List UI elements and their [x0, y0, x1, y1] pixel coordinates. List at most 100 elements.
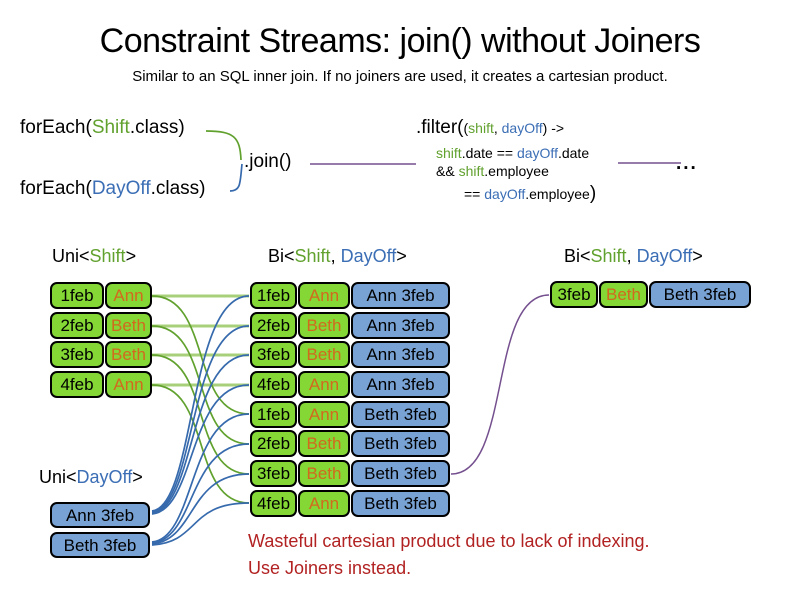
warning-note-line2: Use Joiners instead. [248, 558, 412, 578]
dayoff-class-token: DayOff [91, 178, 151, 199]
code-text: ( [463, 120, 469, 136]
dayoff-cell: Beth 3feb [351, 430, 450, 457]
shift-employee-cell: Ann [105, 371, 152, 398]
code-text: forEach( [20, 178, 92, 199]
shift-date-cell: 3feb [250, 460, 297, 487]
code-foreach-shift: forEach(Shift.class) [20, 117, 185, 139]
subtitle: Similar to an SQL inner join. If no join… [132, 68, 668, 85]
shift-employee-cell: Ann [298, 490, 350, 517]
dayoff-param-token: dayOff [501, 120, 543, 136]
code-text: ) [589, 183, 597, 204]
shift-employee-cell: Beth [298, 430, 350, 457]
shift-employee-cell: Ann [105, 282, 152, 309]
label-text: Uni< [39, 467, 77, 487]
shift-date-cell: 4feb [250, 490, 297, 517]
code-foreach-dayoff: forEach(DayOff.class) [20, 178, 206, 200]
label-text: Uni< [52, 246, 90, 266]
wire-shift1-pair5 [151, 295, 250, 415]
shift-date-cell: 3feb [250, 341, 297, 368]
dayoff-cell: Ann 3feb [351, 371, 450, 398]
shift-employee-cell: Ann [298, 371, 350, 398]
shift-param-token: shift [436, 145, 462, 161]
wire-ann-pair4 [151, 384, 250, 515]
shift-employee-cell: Ann [298, 282, 350, 309]
code-text: .class) [150, 178, 206, 199]
code-join: .join() [244, 151, 292, 172]
label-uni-dayoff: Uni<DayOff> [39, 467, 143, 488]
shift-employee-cell: Beth [105, 341, 152, 368]
dayoff-param-token: dayOff [516, 145, 558, 161]
shift-date-cell: 4feb [50, 371, 104, 398]
shift-date-cell: 1feb [250, 282, 297, 309]
dayoff-type-token: DayOff [76, 467, 133, 487]
dayoff-type-token: DayOff [340, 246, 397, 266]
shift-date-cell: 2feb [250, 430, 297, 457]
wire-beth-pair6 [151, 443, 250, 544]
warning-note-line1: Wasteful cartesian product due to lack o… [248, 531, 650, 551]
dayoff-param-token: dayOff [484, 186, 526, 202]
label-text: Bi< [268, 246, 295, 266]
shift-employee-cell: Beth [599, 281, 648, 308]
shift-employee-cell: Beth [298, 312, 350, 339]
wire-shift4-pair8 [151, 384, 250, 504]
code-filter-line4: == dayOff.employee) [464, 183, 597, 205]
label-bi-middle: Bi<Shift, DayOff> [268, 246, 407, 267]
shift-param-token: shift [458, 163, 485, 179]
shift-date-cell: 1feb [50, 282, 104, 309]
brace-shift-to-join [205, 130, 242, 161]
code-filter-line1: .filter((shift, dayOff) -> [416, 117, 565, 139]
shift-date-cell: 2feb [50, 312, 104, 339]
dayoff-cell: Beth 3feb [351, 490, 450, 517]
shift-type-token: Shift [89, 246, 126, 266]
shift-date-cell: 4feb [250, 371, 297, 398]
wire-ann-pair3 [151, 354, 250, 514]
code-text: forEach( [20, 117, 92, 138]
code-filter-line3: && shift.employee [436, 163, 549, 179]
wire-beth-pair5 [151, 413, 250, 543]
code-text: && [436, 163, 459, 179]
shift-employee-cell: Beth [105, 312, 152, 339]
code-text: , [493, 120, 502, 136]
dayoff-cell: Beth 3feb [351, 401, 450, 428]
dayoff-cell: Beth 3feb [351, 460, 450, 487]
shift-date-cell: 3feb [50, 341, 104, 368]
code-ellipsis: ... [676, 153, 698, 174]
page-title: Constraint Streams: join() without Joine… [99, 22, 701, 60]
dayoff-row: Ann 3feb [50, 502, 150, 528]
shift-employee-cell: Beth [298, 460, 350, 487]
dayoff-row: Beth 3feb [50, 532, 150, 558]
shift-type-token: Shift [294, 246, 331, 266]
shift-employee-cell: Beth [298, 341, 350, 368]
label-text: > [132, 467, 143, 487]
label-uni-shift: Uni<Shift> [52, 246, 136, 267]
wire-shift2-pair6 [151, 325, 250, 445]
code-text: == [464, 186, 485, 202]
dayoff-cell: Ann 3feb [351, 341, 450, 368]
shift-date-cell: 3feb [550, 281, 598, 308]
label-text: , [626, 246, 637, 266]
shift-param-token: shift [468, 120, 494, 136]
label-text: > [692, 246, 703, 266]
code-text: .employee [525, 186, 590, 202]
wire-shift3-pair7 [151, 354, 250, 475]
code-text: .date [557, 145, 590, 161]
wire-beth-pair8 [151, 502, 250, 546]
label-text: Bi< [564, 246, 591, 266]
dayoff-cell: Ann 3feb [351, 312, 450, 339]
dayoff-cell: Ann 3feb [351, 282, 450, 309]
wire-beth-pair7 [151, 473, 250, 545]
dayoff-cell: Beth 3feb [50, 532, 150, 558]
dayoff-cell: Ann 3feb [50, 502, 150, 528]
code-text: .filter( [416, 117, 464, 138]
shift-date-cell: 2feb [250, 312, 297, 339]
shift-type-token: Shift [590, 246, 627, 266]
code-text: ) -> [542, 120, 565, 136]
